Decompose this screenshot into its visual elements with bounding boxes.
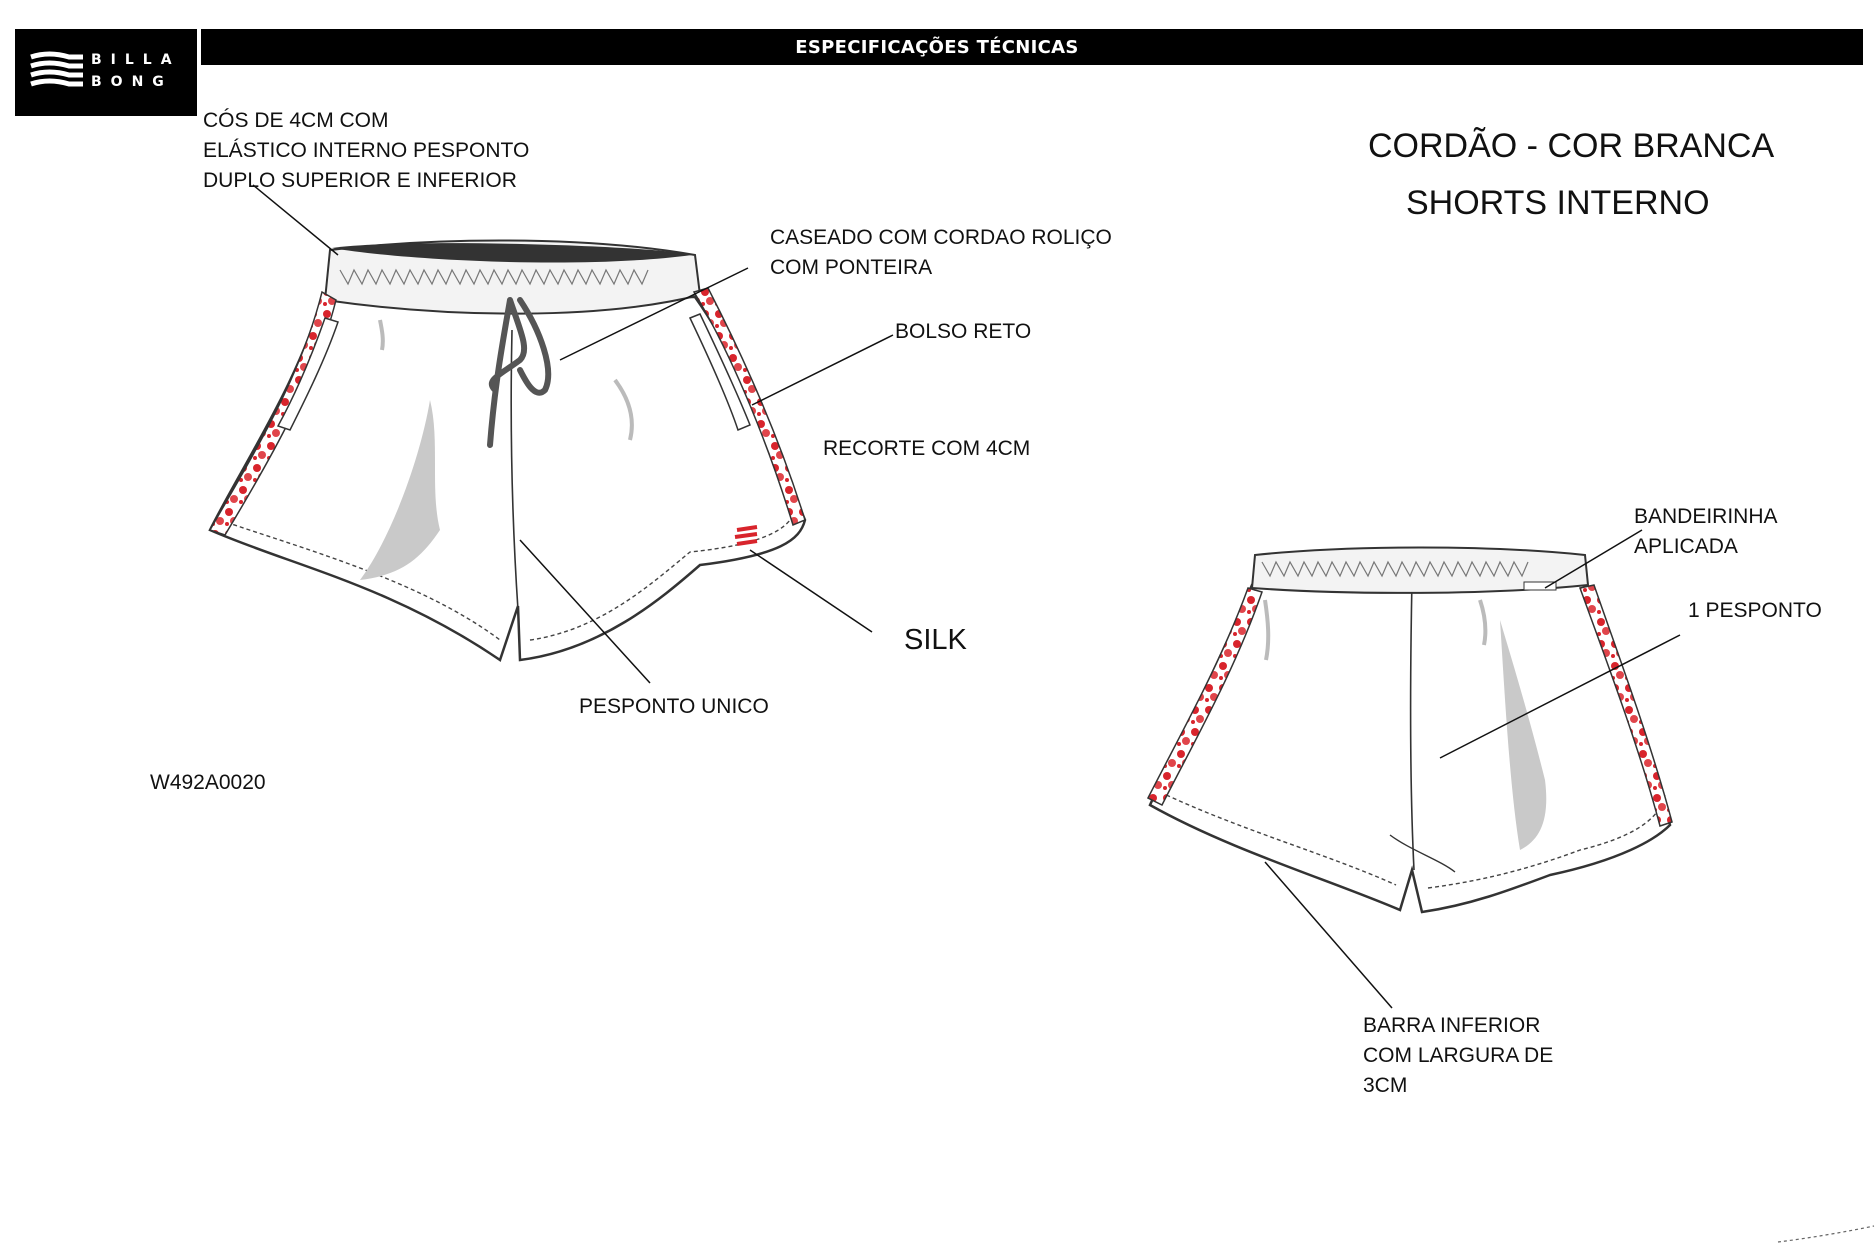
leader-flag: [1544, 529, 1643, 589]
note-hem: BARRA INFERIOR COM LARGURA DE 3CM: [1363, 1014, 1554, 1097]
note-flag: BANDEIRINHA APLICADA: [1634, 505, 1778, 558]
note-back-stitch: 1 PESPONTO: [1688, 599, 1822, 622]
applied-flag-label: [1523, 581, 1557, 591]
note-silk: SILK: [904, 624, 967, 656]
brand-line-2: BONG: [91, 74, 173, 90]
wave-logo-icon: [30, 51, 83, 87]
front-shorts-drawing: [208, 184, 894, 684]
front-drawcord: [487, 297, 552, 448]
page-title: ESPECIFICAÇÕES TÉCNICAS: [795, 36, 1079, 58]
front-right-pocket: [688, 313, 751, 432]
leader-waistband: [252, 184, 339, 256]
inner-shorts-note: SHORTS INTERNO: [1406, 184, 1710, 222]
leader-stitch: [519, 539, 651, 684]
brand-wordmark: BILLA BONG: [91, 49, 181, 93]
leader-pocket: [751, 334, 894, 406]
back-fabric-shadow: [1500, 620, 1547, 850]
brand-line-1: BILLA: [91, 52, 181, 68]
back-right-side-trim: [1579, 584, 1673, 827]
leader-silk: [749, 549, 873, 633]
corner-dash-mark: [1777, 1225, 1875, 1243]
silk-logo-icon: [734, 525, 758, 546]
back-waistband: [1250, 546, 1590, 594]
brand-logo: BILLA BONG: [15, 29, 197, 116]
back-left-side-trim: [1146, 587, 1263, 807]
note-drawcord: CASEADO COM CORDAO ROLIÇO COM PONTEIRA: [770, 226, 1112, 279]
back-shorts-drawing: [1146, 529, 1681, 1009]
note-waistband: CÓS DE 4CM COM ELÁSTICO INTERNO PESPONTO…: [203, 109, 530, 192]
leader-drawcord: [559, 267, 749, 361]
front-left-pocket: [276, 317, 339, 431]
leader-hem: [1264, 861, 1393, 1009]
note-stitch: PESPONTO UNICO: [579, 695, 769, 718]
cord-color-note: CORDÃO - COR BRANCA: [1368, 127, 1775, 165]
note-panel: RECORTE COM 4CM: [823, 437, 1031, 460]
front-right-side-trim: [692, 287, 806, 527]
leader-back-stitch: [1439, 634, 1681, 759]
note-pocket: BOLSO RETO: [895, 320, 1032, 343]
style-code: W492A0020: [150, 771, 266, 794]
front-fabric-shadow: [360, 400, 440, 580]
header-bar: ESPECIFICAÇÕES TÉCNICAS: [201, 29, 1863, 65]
